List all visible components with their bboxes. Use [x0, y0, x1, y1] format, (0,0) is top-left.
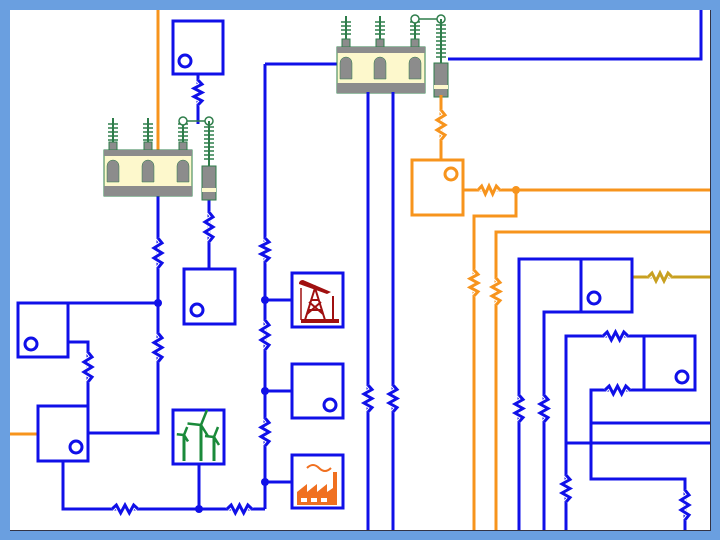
bus-indicator-icon — [23, 336, 39, 352]
bus-indicator-icon — [68, 439, 84, 455]
arrester-band — [434, 85, 448, 89]
wire — [517, 257, 581, 530]
transformer-base — [104, 186, 192, 196]
resistor-icon — [110, 501, 140, 517]
bus-box — [410, 158, 465, 217]
wire — [542, 310, 581, 530]
factory-window — [311, 498, 317, 502]
factory-building — [297, 472, 337, 505]
arrester-band — [202, 188, 216, 192]
bus-indicator-icon — [443, 166, 459, 182]
resistor-icon — [190, 78, 206, 107]
bushing — [410, 38, 420, 48]
resistor-icon — [466, 268, 482, 298]
transformer-base — [337, 83, 425, 93]
junction-node — [261, 478, 269, 486]
resistor-icon — [511, 394, 527, 423]
terminal-icon — [410, 14, 420, 24]
turbine-blades — [176, 426, 190, 443]
surge-arrester-icon — [201, 165, 217, 201]
resistor-icon — [257, 236, 273, 264]
tap-changer — [106, 159, 120, 183]
tap-changer — [408, 56, 422, 80]
resistor-icon — [202, 211, 216, 243]
resistor-icon — [646, 269, 674, 285]
bus-box — [182, 267, 237, 326]
feeder-line — [472, 190, 518, 530]
resistor-icon — [151, 332, 165, 363]
tap-changer — [141, 159, 155, 183]
bushing — [108, 141, 118, 151]
bus-indicator-icon — [177, 53, 193, 69]
bushing — [375, 38, 385, 48]
wind-turbine-icon — [176, 409, 221, 461]
bus-indicator-icon — [586, 290, 602, 306]
resistor-icon — [558, 474, 574, 503]
turbine-blades — [204, 426, 221, 446]
junction-node — [261, 387, 269, 395]
junction-node — [261, 296, 269, 304]
resistor-icon — [258, 417, 272, 447]
resistor-icon — [488, 277, 504, 306]
grid-canvas — [10, 10, 711, 531]
bus-indicator-icon — [322, 397, 338, 413]
wire — [88, 196, 160, 435]
pump-base — [301, 319, 339, 323]
junction-node — [195, 505, 203, 513]
bus-indicator-icon — [674, 369, 690, 385]
surge-arrester-icon — [433, 62, 449, 98]
resistor-icon — [536, 394, 552, 423]
resistor-icon — [476, 182, 502, 198]
bushing — [341, 38, 351, 48]
factory-icon — [297, 464, 337, 505]
wire — [448, 10, 703, 61]
resistor-icon — [385, 384, 401, 413]
resistor-icon — [601, 328, 630, 344]
bus-indicator-icon — [189, 302, 205, 318]
junction-node — [154, 299, 162, 307]
wire — [61, 461, 265, 511]
pump-derrick — [304, 284, 326, 321]
oil-pump-icon — [299, 280, 339, 323]
resistor-icon — [603, 382, 632, 398]
bushing — [143, 141, 153, 151]
terminal-icon — [178, 116, 188, 126]
resistor-icon — [434, 109, 448, 141]
resistor-icon — [151, 237, 165, 269]
tap-changer — [339, 56, 353, 80]
power-grid-diagram — [10, 10, 710, 530]
resistor-icon — [81, 351, 95, 383]
bus-box — [290, 362, 345, 420]
resistor-icon — [360, 384, 376, 413]
bushing — [178, 141, 188, 151]
wind-farm-box — [171, 408, 226, 466]
factory-smoke — [306, 464, 332, 472]
wire — [564, 334, 644, 530]
wire — [68, 340, 90, 406]
tap-changer — [176, 159, 190, 183]
wire — [589, 388, 687, 530]
transformer-cap — [104, 150, 192, 156]
resistor-icon — [678, 489, 692, 521]
bus-box — [579, 257, 634, 314]
resistor-icon — [225, 501, 254, 517]
factory-window — [321, 498, 327, 502]
factory-window — [301, 498, 307, 502]
resistor-icon — [258, 319, 272, 351]
feeder-line — [494, 230, 710, 530]
transformer-cap — [337, 47, 425, 53]
tap-changer — [373, 56, 387, 80]
